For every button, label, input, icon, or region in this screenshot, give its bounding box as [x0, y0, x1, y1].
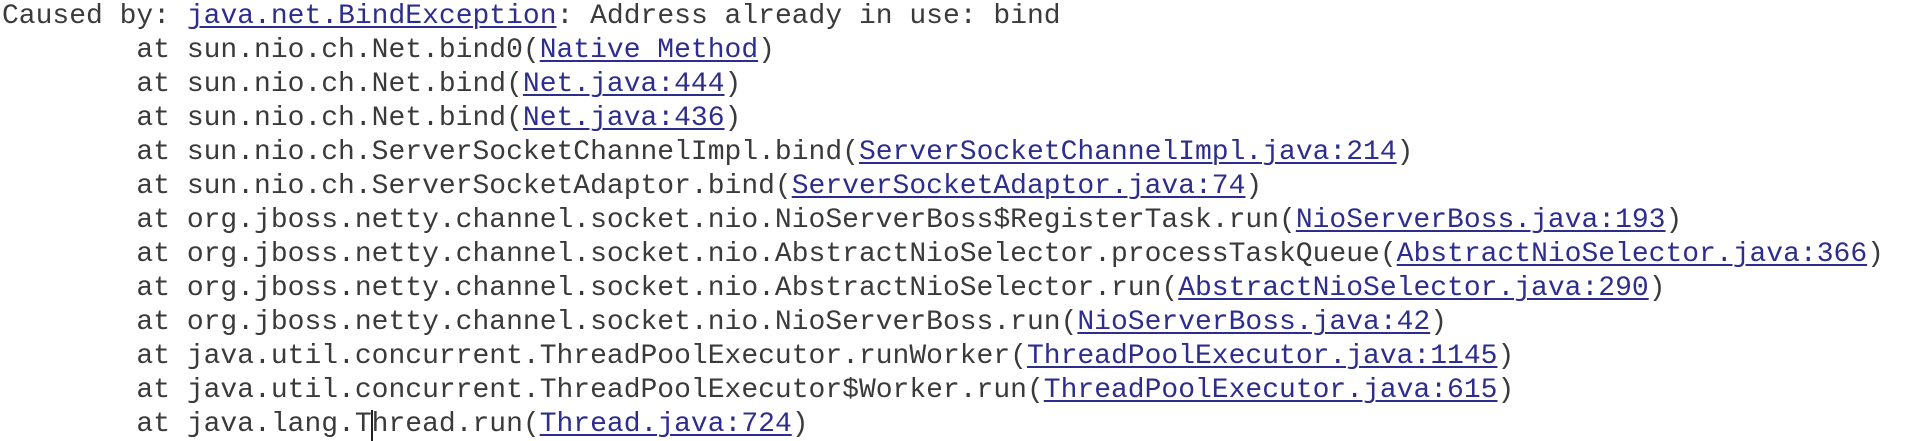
stack-text: ) — [1665, 205, 1683, 236]
stack-link[interactable]: AbstractNioSelector.java:366 — [1396, 239, 1868, 270]
stack-link[interactable]: ThreadPoolExecutor.java:615 — [1043, 375, 1498, 406]
stack-text: at org.jboss.netty.channel.socket.nio.Ab… — [2, 273, 1179, 304]
stack-text: ) — [1648, 273, 1666, 304]
stack-link[interactable]: ServerSocketChannelImpl.java:214 — [858, 137, 1397, 168]
stack-text: at org.jboss.netty.channel.socket.nio.Ni… — [2, 307, 1078, 338]
stack-link[interactable]: Native Method — [539, 35, 759, 66]
stack-text: ) — [1497, 341, 1515, 372]
stack-text: ) — [724, 69, 742, 100]
stack-trace-line: at sun.nio.ch.ServerSocketChannelImpl.bi… — [2, 136, 1908, 170]
stack-text: at java.util.concurrent.ThreadPoolExecut… — [2, 341, 1027, 372]
stack-trace-line: at sun.nio.ch.ServerSocketAdaptor.bind(S… — [2, 170, 1908, 204]
stack-text: at sun.nio.ch.Net.bind( — [2, 103, 523, 134]
stack-text: at java.lang.T — [2, 409, 372, 440]
stack-text: ) — [1430, 307, 1448, 338]
stack-link[interactable]: Thread.java:724 — [539, 409, 792, 440]
stack-text: ) — [724, 103, 742, 134]
stack-text: ) — [1497, 375, 1515, 406]
stack-link[interactable]: java.net.BindException — [186, 1, 557, 32]
stack-link[interactable]: ThreadPoolExecutor.java:1145 — [1026, 341, 1498, 372]
stack-text: at sun.nio.ch.ServerSocketAdaptor.bind( — [2, 171, 792, 202]
stack-text: at sun.nio.ch.Net.bind( — [2, 69, 523, 100]
stack-link[interactable]: Net.java:436 — [522, 103, 725, 134]
stack-trace-line: at org.jboss.netty.channel.socket.nio.Ab… — [2, 272, 1908, 306]
stack-trace-line: at org.jboss.netty.channel.socket.nio.Ni… — [2, 204, 1908, 238]
stack-text: ) — [791, 409, 809, 440]
stack-trace-line: at java.util.concurrent.ThreadPoolExecut… — [2, 340, 1908, 374]
stack-text: ) — [1867, 239, 1884, 270]
stack-text: ) — [758, 35, 775, 66]
stack-text: ) — [1245, 171, 1263, 202]
stack-trace-line: at sun.nio.ch.Net.bind0(Native Method) — [2, 34, 1908, 68]
stack-text: at org.jboss.netty.channel.socket.nio.Ab… — [2, 239, 1397, 270]
stack-text: at sun.nio.ch.ServerSocketChannelImpl.bi… — [2, 137, 859, 168]
stack-link[interactable]: Net.java:444 — [522, 69, 725, 100]
stack-link[interactable]: NioServerBoss.java:193 — [1295, 205, 1666, 236]
stack-text: Caused by: — [2, 1, 187, 32]
stack-text: at java.util.concurrent.ThreadPoolExecut… — [2, 375, 1044, 406]
stack-trace-line: at java.util.concurrent.ThreadPoolExecut… — [2, 374, 1908, 408]
stack-trace-line: Caused by: java.net.BindException: Addre… — [2, 0, 1908, 34]
text-caret — [370, 410, 373, 441]
stack-text: : Address already in use: bind — [556, 1, 1061, 32]
stack-link[interactable]: NioServerBoss.java:42 — [1077, 307, 1431, 338]
stack-trace-line: at sun.nio.ch.Net.bind(Net.java:436) — [2, 102, 1908, 136]
stack-trace-line: at org.jboss.netty.channel.socket.nio.Ni… — [2, 306, 1908, 340]
stack-text: ) — [1396, 137, 1414, 168]
stack-text: at sun.nio.ch.Net.bind0( — [2, 35, 540, 66]
stack-trace-line: at java.lang.Thread.run(Thread.java:724) — [2, 408, 1908, 441]
stack-text: hread.run( — [371, 409, 540, 440]
stack-link[interactable]: AbstractNioSelector.java:290 — [1178, 273, 1649, 304]
stack-trace-line: at org.jboss.netty.channel.socket.nio.Ab… — [2, 238, 1908, 272]
stack-trace-line: at sun.nio.ch.Net.bind(Net.java:444) — [2, 68, 1908, 102]
stack-link[interactable]: ServerSocketAdaptor.java:74 — [791, 171, 1246, 202]
stack-text: at org.jboss.netty.channel.socket.nio.Ni… — [2, 205, 1296, 236]
